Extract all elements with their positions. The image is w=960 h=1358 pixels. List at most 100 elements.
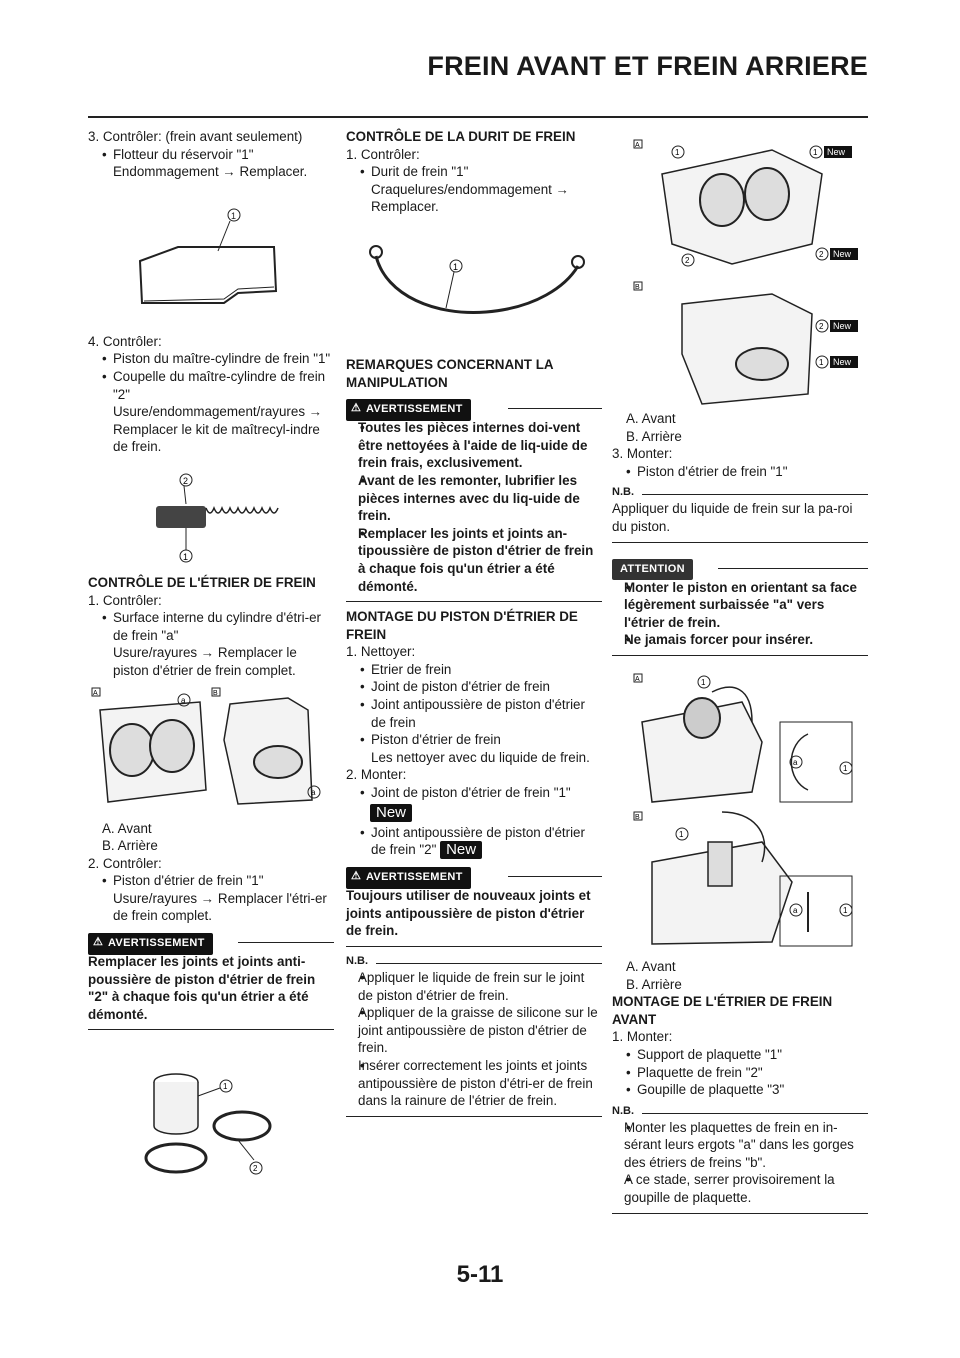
nb-header: N.B. — [346, 953, 602, 969]
nb-header: N.B. — [612, 1103, 868, 1119]
svg-text:1: 1 — [679, 830, 684, 839]
warning-icon: ⚠ — [351, 870, 362, 883]
section-heading: MONTAGE DU PISTON D'ÉTRIER DE FREIN — [346, 609, 578, 642]
warning-item: Remplacer les joints et joints an-tipous… — [346, 525, 602, 595]
svg-text:1: 1 — [701, 678, 706, 687]
warning-header: ⚠AVERTISSEMENT — [346, 865, 602, 889]
page-number: 5-11 — [456, 1261, 504, 1288]
new-badge: New — [833, 357, 852, 367]
step-1: 1. Contrôler: — [88, 592, 162, 608]
bullet: Flotteur du réservoir "1" — [88, 146, 334, 164]
nb-list: Appliquer le liquide de frein sur le joi… — [346, 969, 602, 1117]
bullet: Goupille de plaquette "3" — [612, 1081, 868, 1099]
bullet: Durit de frein "1" — [346, 163, 602, 181]
bullet-note: Endommagement → Remplacer. — [113, 164, 308, 180]
svg-text:1: 1 — [231, 211, 236, 221]
svg-text:A: A — [635, 142, 640, 149]
svg-text:a: a — [793, 906, 798, 915]
warning-text: Toujours utiliser de nouveaux joints et … — [346, 887, 602, 947]
new-badge: New — [827, 147, 846, 157]
svg-text:2: 2 — [685, 256, 690, 265]
new-row: New — [346, 803, 602, 822]
step-1: 1. Contrôler: — [346, 146, 420, 162]
legend-a: A. Avant — [102, 820, 152, 836]
new-badge: New — [833, 249, 852, 259]
attention-item: Monter le piston en orientant sa face lé… — [612, 579, 868, 632]
warning-text: Remplacer les joints et joints anti-pous… — [88, 953, 334, 1031]
bullet: Joint antipoussière de piston d'étrier d… — [346, 824, 602, 860]
bullet-note: Craquelures/endommagement → Remplacer. — [371, 181, 569, 215]
svg-text:1: 1 — [223, 1082, 228, 1091]
nb-text: Appliquer du liquide de frein sur la pa-… — [612, 500, 868, 543]
bullet: Piston d'étrier de frein — [346, 731, 602, 749]
divider — [238, 942, 334, 944]
svg-text:a: a — [793, 758, 798, 767]
piston-seals-figure: 1 2 — [88, 1036, 334, 1186]
svg-text:1: 1 — [843, 906, 848, 915]
bullet-note: Usure/rayures → Remplacer le piston d'ét… — [113, 645, 297, 678]
svg-text:1: 1 — [819, 358, 824, 367]
warning-item: Avant de les remonter, lubrifier les piè… — [346, 472, 602, 525]
header-rule — [88, 116, 868, 118]
warning-badge: ⚠AVERTISSEMENT — [346, 399, 471, 421]
new-badge: New — [833, 321, 852, 331]
svg-text:1: 1 — [183, 552, 188, 562]
svg-text:a: a — [181, 696, 186, 705]
page-title: FREIN AVANT ET FREIN ARRIERE — [427, 51, 868, 81]
bullet: Piston d'étrier de frein "1" — [88, 872, 334, 890]
reservoir-float-figure: 1 — [88, 181, 334, 333]
new-badge: New — [370, 803, 413, 822]
warning-list: Toutes les pièces internes doi-vent être… — [346, 419, 602, 603]
warning-header: ⚠AVERTISSEMENT — [88, 931, 334, 955]
bullet: Joint de piston d'étrier de frein — [346, 678, 602, 696]
bullet: Plaquette de frein "2" — [612, 1064, 868, 1082]
nb-item: Appliquer de la graisse de silicone sur … — [346, 1004, 602, 1057]
legend-a: A. Avant — [626, 411, 676, 426]
column-1: 3. Contrôler: (frein avant seulement) Fl… — [88, 128, 334, 1186]
step-1: 1. Monter: — [612, 1029, 673, 1045]
svg-text:2: 2 — [819, 322, 824, 331]
step-2: 2. Contrôler: — [88, 855, 162, 871]
svg-text:2: 2 — [819, 250, 824, 259]
bullet: Piston d'étrier de frein "1" — [612, 463, 868, 481]
svg-text:1: 1 — [813, 148, 818, 157]
section-heading: REMARQUES CONCERNANT LA MANIPULATION — [346, 356, 554, 390]
section-heading: CONTRÔLE DE L'ÉTRIER DE FREIN — [88, 574, 316, 590]
svg-text:B: B — [635, 814, 640, 821]
warning-badge: ⚠AVERTISSEMENT — [88, 933, 213, 955]
warning-header: ⚠AVERTISSEMENT — [346, 397, 602, 421]
legend-b: B. Arrière — [102, 838, 158, 854]
bullet-note: Usure/rayures → Remplacer l'étri-er de f… — [113, 890, 327, 924]
nb-item: Appliquer le liquide de frein sur le joi… — [346, 969, 602, 1004]
section-heading: CONTRÔLE DE LA DURIT DE FREIN — [346, 129, 576, 144]
attention-list: Monter le piston en orientant sa face lé… — [612, 579, 868, 656]
legend-a: A. Avant — [626, 958, 676, 974]
attention-item: Ne jamais forcer pour insérer. — [612, 631, 868, 649]
legend-b: B. Arrière — [626, 428, 682, 444]
nb-header: N.B. — [612, 484, 868, 500]
bullet: Etrier de frein — [346, 661, 602, 679]
piston-install-figure: A 1 a 1 B 1 a 1 — [612, 662, 868, 958]
step-2: 2. Monter: — [346, 767, 407, 783]
svg-text:2: 2 — [253, 1164, 258, 1173]
caliper-inner-figure: A B a a — [88, 680, 334, 820]
bullet: Piston du maître-cylindre de frein "1" — [88, 350, 334, 368]
warning-badge: ⚠AVERTISSEMENT — [346, 867, 471, 889]
bullet-note: Les nettoyer avec du liquide de frein. — [371, 749, 590, 765]
svg-text:A: A — [635, 676, 640, 683]
svg-text:B: B — [635, 284, 640, 291]
attention-badge: ATTENTION — [612, 558, 693, 581]
bullet: Surface interne du cylindre d'étri-er de… — [88, 609, 334, 644]
warning-item: Toutes les pièces internes doi-vent être… — [346, 419, 602, 472]
warning-icon: ⚠ — [93, 936, 104, 949]
divider — [508, 876, 602, 878]
nb-item: Insérer correctement les joints et joint… — [346, 1057, 602, 1110]
master-cylinder-piston-figure: 2 1 — [88, 456, 334, 574]
divider — [718, 567, 868, 569]
svg-text:A: A — [93, 690, 98, 697]
attention-header: ATTENTION — [612, 557, 868, 581]
bullet: Joint de piston d'étrier de frein "1" — [346, 784, 602, 802]
column-2: CONTRÔLE DE LA DURIT DE FREIN 1. Contrôl… — [346, 128, 602, 1123]
svg-text:a: a — [311, 788, 316, 797]
legend-b: B. Arrière — [626, 976, 682, 992]
